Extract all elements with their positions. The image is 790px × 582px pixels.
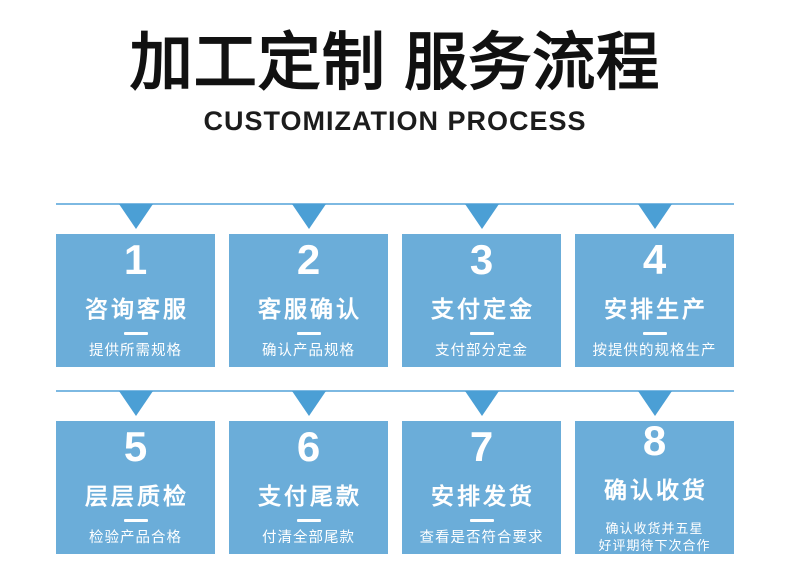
flow-row-2: 5 层层质检 检验产品合格 6 支付尾款 付清全部尾款 xyxy=(56,389,734,555)
step-desc: 查看是否符合要求 xyxy=(419,530,544,547)
step-number: 1 xyxy=(123,236,148,284)
step-title: 支付定金 xyxy=(431,296,535,323)
step-card: 4 安排生产 按提供的规格生产 xyxy=(575,233,734,367)
step-number: 7 xyxy=(469,423,494,471)
step-desc: 按提供的规格生产 xyxy=(592,343,717,360)
down-arrow-icon xyxy=(637,203,672,229)
step-desc: 支付部分定金 xyxy=(435,343,528,360)
step-number: 4 xyxy=(642,236,667,284)
down-arrow-icon xyxy=(637,390,672,416)
connector-line xyxy=(56,389,734,392)
step-desc: 提供所需规格 xyxy=(89,343,182,360)
step-8: 8 确认收货 确认收货并五星好评期待下次合作 xyxy=(575,390,734,555)
step-title: 层层质检 xyxy=(85,483,189,510)
step-card: 7 安排发货 查看是否符合要求 xyxy=(402,420,561,554)
step-number: 2 xyxy=(296,236,321,284)
step-number: 6 xyxy=(296,423,321,471)
step-4: 4 安排生产 按提供的规格生产 xyxy=(575,203,734,367)
steps-row-1: 1 咨询客服 提供所需规格 2 客服确认 确认产品规格 xyxy=(56,203,734,367)
page-title: 加工定制 服务流程 xyxy=(129,28,661,98)
step-title: 安排发货 xyxy=(431,483,535,510)
step-divider xyxy=(123,519,148,523)
step-divider xyxy=(469,519,494,523)
step-title: 咨询客服 xyxy=(85,296,189,323)
step-2: 2 客服确认 确认产品规格 xyxy=(229,203,388,367)
step-desc: 确认产品规格 xyxy=(262,343,355,360)
step-desc: 付清全部尾款 xyxy=(262,530,355,547)
step-title: 安排生产 xyxy=(604,296,708,323)
step-card: 1 咨询客服 提供所需规格 xyxy=(56,233,215,367)
step-divider xyxy=(296,519,321,523)
process-flow: 1 咨询客服 提供所需规格 2 客服确认 确认产品规格 xyxy=(56,202,734,555)
header: 加工定制 服务流程 CUSTOMIZATION PROCESS xyxy=(0,0,790,137)
step-7: 7 安排发货 查看是否符合要求 xyxy=(402,390,561,554)
down-arrow-icon xyxy=(291,203,326,229)
step-3: 3 支付定金 支付部分定金 xyxy=(402,203,561,367)
step-desc: 确认收货并五星好评期待下次合作 xyxy=(598,520,710,555)
step-1: 1 咨询客服 提供所需规格 xyxy=(56,203,215,367)
step-divider xyxy=(469,332,494,336)
step-number: 5 xyxy=(123,423,148,471)
step-card: 2 客服确认 确认产品规格 xyxy=(229,233,388,367)
step-5: 5 层层质检 检验产品合格 xyxy=(56,390,215,554)
step-number: 8 xyxy=(642,416,667,464)
step-card: 5 层层质检 检验产品合格 xyxy=(56,420,215,554)
steps-row-2: 5 层层质检 检验产品合格 6 支付尾款 付清全部尾款 xyxy=(56,390,734,555)
step-desc-line-2: 好评期待下次合作 xyxy=(598,538,711,554)
step-card: 6 支付尾款 付清全部尾款 xyxy=(229,420,388,554)
connector-line xyxy=(56,202,734,205)
down-arrow-icon xyxy=(118,390,153,416)
down-arrow-icon xyxy=(464,390,499,416)
step-divider xyxy=(296,332,321,336)
step-divider xyxy=(123,332,148,336)
step-desc: 检验产品合格 xyxy=(89,530,182,547)
step-6: 6 支付尾款 付清全部尾款 xyxy=(229,390,388,554)
down-arrow-icon xyxy=(291,390,326,416)
step-card: 3 支付定金 支付部分定金 xyxy=(402,233,561,367)
step-divider xyxy=(642,332,667,336)
step-desc-line-1: 确认收货并五星 xyxy=(605,520,704,536)
step-title: 确认收货 xyxy=(604,476,708,503)
down-arrow-icon xyxy=(118,203,153,229)
step-title: 客服确认 xyxy=(258,296,362,323)
step-title: 支付尾款 xyxy=(258,483,362,510)
flow-row-1: 1 咨询客服 提供所需规格 2 客服确认 确认产品规格 xyxy=(56,202,734,367)
page-subtitle: CUSTOMIZATION PROCESS xyxy=(203,105,587,136)
down-arrow-icon xyxy=(464,203,499,229)
step-card: 8 确认收货 确认收货并五星好评期待下次合作 xyxy=(575,416,734,555)
step-number: 3 xyxy=(469,236,494,284)
